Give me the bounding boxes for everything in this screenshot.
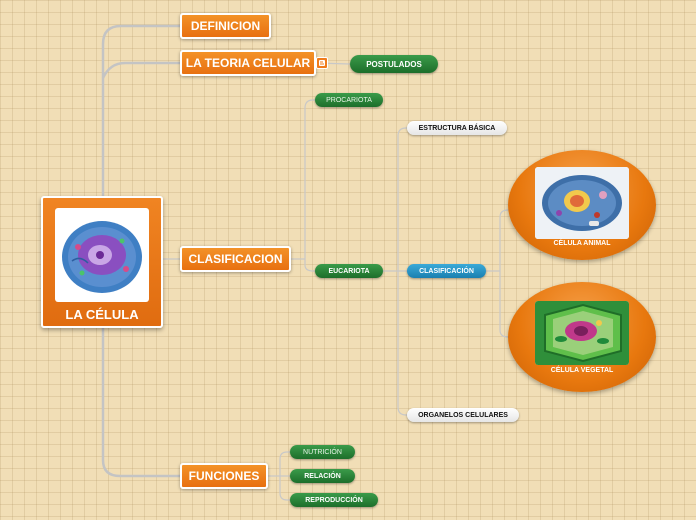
note-glyph-icon [319,60,325,66]
celula-animal-label: CÉLULA ANIMAL [553,240,611,247]
celula-animal-image [535,167,629,239]
relacion-node[interactable]: RELACIÓN [290,469,355,483]
postulados-node[interactable]: POSTULADOS [350,55,438,73]
eucariota-node[interactable]: EUCARIOTA [315,264,383,278]
root-node-la-celula[interactable]: LA CÉLULA [41,196,163,328]
celula-vegetal-node[interactable]: CÉLULA VEGETAL [508,282,656,392]
cell-illustration-icon [62,221,142,293]
celula-vegetal-label: CÉLULA VEGETAL [550,367,614,374]
reproduccion-node[interactable]: REPRODUCCIÓN [290,493,378,507]
root-label: LA CÉLULA [65,307,139,322]
blog-note-icon[interactable] [316,57,328,69]
plant-cell-icon [535,301,629,365]
clasificacion-node[interactable]: CLASIFICACION [180,246,291,272]
estructura-basica-node[interactable]: ESTRUCTURA BÁSICA [407,121,507,135]
cell-image [55,208,149,302]
celula-vegetal-image [535,301,629,365]
animal-cell-icon [535,167,629,239]
clasificacion-eucariota-node[interactable]: CLASIFICACIÓN [407,264,486,278]
organelos-celulares-node[interactable]: ORGANELOS CELULARES [407,408,519,422]
funciones-node[interactable]: FUNCIONES [180,463,268,489]
nutricion-node[interactable]: NUTRICIÓN [290,445,355,459]
celula-animal-node[interactable]: CÉLULA ANIMAL [508,150,656,260]
definicion-node[interactable]: DEFINICION [180,13,271,39]
procariota-node[interactable]: PROCARIOTA [315,93,383,107]
teoria-celular-node[interactable]: LA TEORIA CELULAR [180,50,316,76]
